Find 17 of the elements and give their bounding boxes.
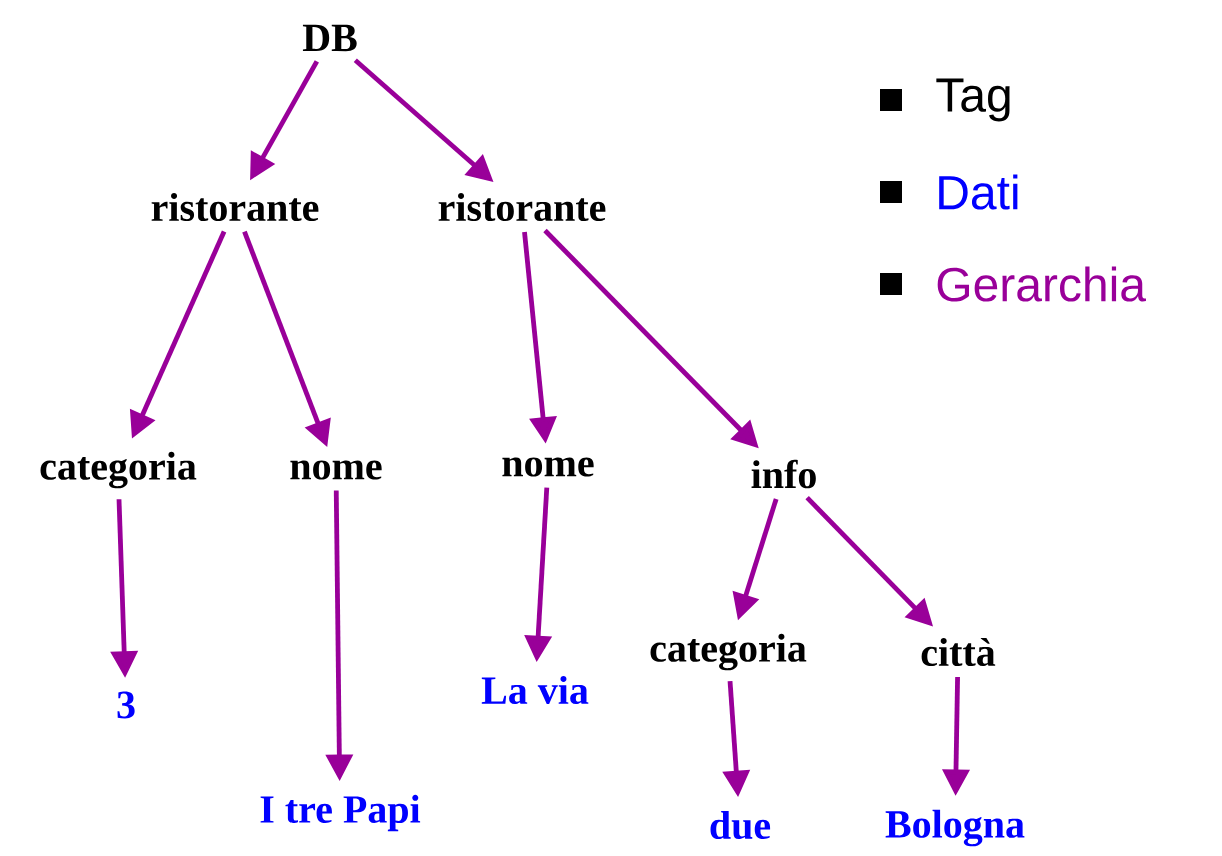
- legend-text: Tag: [936, 78, 1010, 122]
- data-label: I tre Papi: [260, 794, 421, 832]
- tag-label: nome: [502, 457, 594, 477]
- data-label: 3: [117, 691, 135, 719]
- legend-text: Dati: [939, 174, 1018, 210]
- tag-label: categoria: [40, 451, 197, 489]
- tag-label: categoria: [650, 633, 807, 671]
- tag-label: info: [751, 459, 816, 489]
- data-label: Bologna: [885, 809, 1025, 847]
- tag-label: ristorante: [438, 192, 606, 222]
- legend-text: Gerarchia: [937, 266, 1146, 302]
- tag-label: DB: [302, 24, 357, 52]
- data-label: due: [710, 810, 771, 840]
- tag-label: città: [921, 637, 996, 667]
- tag-label: ristorante: [151, 192, 319, 222]
- tag-label: nome: [290, 460, 382, 480]
- data-label: La via: [481, 675, 589, 705]
